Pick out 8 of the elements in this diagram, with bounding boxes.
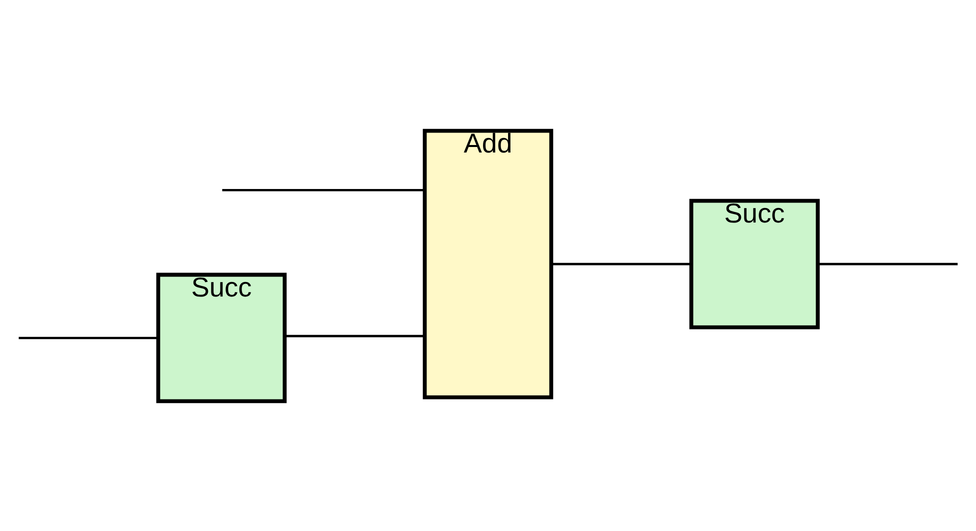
connector <box>222 188 424 191</box>
connector <box>552 262 692 265</box>
connector <box>18 336 158 339</box>
node-box: Add <box>422 128 554 399</box>
connector <box>818 262 958 265</box>
node-box: Succ <box>689 198 820 329</box>
connector <box>285 334 425 337</box>
node-box: Succ <box>156 272 287 403</box>
